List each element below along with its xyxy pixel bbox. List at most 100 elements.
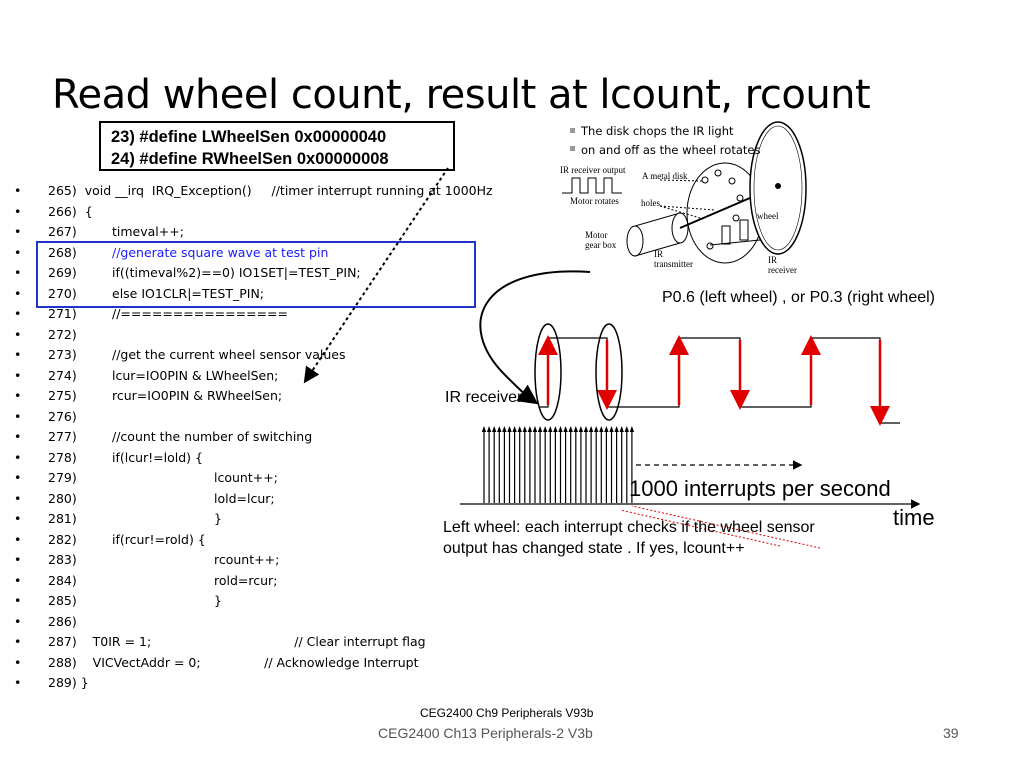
code-text: 266) { [48,202,93,223]
time-label: time [893,505,935,530]
bullet: • [14,429,22,444]
interrupt-pulse-head [599,426,604,432]
line-number: 267) [48,224,77,239]
line-number: 266) [48,203,77,219]
code-statement: rold=rcur; [214,572,278,588]
code-text: 281)} [48,509,222,530]
ir-receiver-output-label: IR receiver output [560,165,626,175]
line-number: 284) [48,572,77,588]
line-number: 283) [48,552,77,567]
line-number: 273) [48,347,77,362]
interrupt-pulse-head [573,426,578,432]
interrupt-pulse-head [568,426,573,432]
left-wheel-line-2: output has changed state . If yes, lcoun… [443,540,745,557]
code-text: 273)//get the current wheel sensor value… [48,345,346,366]
code-text: 287) T0IR = 1; // Clear interrupt flag [48,632,426,653]
interrupt-pulse-head [594,426,599,432]
interrupt-pulse-head [512,426,517,432]
line-number: 282) [48,531,77,547]
bullet: • [14,367,22,383]
code-statement: VICVectAddr = 0; // Acknowledge Interrup… [76,654,419,670]
line-number: 278) [48,449,77,465]
code-statement: rcur=IO0PIN & RWheelSen; [112,388,283,403]
interrupt-pulse-head [486,426,492,432]
bullet: • [14,531,22,547]
line-number: 286) [48,613,77,629]
wheel-sensor-diagram: The disk chops the IR light on and off a… [550,118,812,278]
define-line-1: 23) #define LWheelSen 0x00000040 [111,128,387,146]
code-text: 270) else IO1CLR|=TEST_PIN; [48,284,264,305]
interrupt-pulses [481,426,635,503]
bullet: • [14,326,22,342]
line-number: 276) [48,408,77,424]
line-number: 277) [48,429,77,444]
bullet: • [14,265,22,280]
bullet: • [14,449,22,465]
bullet: • [14,224,22,239]
interrupt-pulse-head [604,426,609,432]
line-number: 272) [48,326,77,342]
page-number: 39 [943,725,959,741]
interrupt-pulse-head [497,426,502,432]
interrupt-pulse-head [624,426,629,432]
code-statement: if(lcur!=lold) { [112,449,203,465]
diagram-legend-2: on and off as the wheel rotates [581,143,761,157]
line-number: 271) [48,306,77,321]
ir-receiver-curve-arrow [479,270,591,405]
code-text: 267) timeval++; [48,222,184,243]
bullet: • [14,347,22,362]
motor-label: Motor [585,230,608,240]
square-wave-highlight-box [36,241,476,308]
interrupt-pulse-head [619,426,624,432]
interrupt-pulse-head [558,426,563,432]
edge-circle-right [595,323,623,421]
bullet: • [14,654,22,670]
line-number: 285) [48,593,77,608]
interrupt-pulse-head [629,426,635,432]
wheel-label: wheel [757,211,779,221]
metal-disk-label: A metal disk [642,171,688,181]
code-statement: timeval++; [112,224,184,239]
code-statement: else IO1CLR|=TEST_PIN; [112,285,265,301]
code-text: 265) void __irq IRQ_Exception() //timer … [48,181,493,202]
bullet: • [14,675,22,690]
code-statement: //================ [112,306,289,321]
interrupt-pulse-head [543,426,548,432]
bullet: • [14,552,22,567]
line-number: 287) [48,634,77,649]
code-text: 288) VICVectAddr = 0; // Acknowledge Int… [48,653,419,674]
interrupt-pulse-head [553,426,558,432]
bullet: • [14,183,22,198]
code-statement: } [76,675,89,690]
code-statement: //count the number of switching [112,429,313,444]
bullet: • [14,613,22,629]
code-text: 275) rcur=IO0PIN & RWheelSen; [48,386,282,407]
line-number: 275) [48,388,77,403]
interrupt-pulse-head [517,426,522,432]
code-statement: void __irq IRQ_Exception() //timer inter… [76,183,493,198]
line-number: 279) [48,470,77,485]
define-box: 23) #define LWheelSen 0x00000040 24) #de… [99,121,455,171]
ir-receiver-label-1: IR [768,255,777,265]
ir-transmitter-label-1: IR [654,249,663,259]
motor-rotates-label: Motor rotates [570,196,619,206]
interrupt-pulse-head [532,426,538,432]
bullet: • [14,470,22,485]
bullet: • [14,593,22,608]
code-text: 284) rold=rcur; [48,571,277,592]
ir-transmitter-label-2: transmitter [654,259,693,269]
line-number: 280) [48,490,77,506]
interrupt-pulse-head [502,426,507,432]
code-text: 280) lold=lcur; [48,489,275,510]
bullet: • [14,203,22,219]
interrupt-pulse-head [583,426,589,432]
line-number: 281) [48,511,77,526]
bullet: • [14,244,22,260]
define-line-2: 24) #define RWheelSen 0x00000008 [111,150,389,168]
code-statement: } [214,593,222,608]
bullet: • [14,490,22,506]
code-statement: if((timeval%2)==0) IO1SET|=TEST_PIN; [112,265,361,280]
line-number: 270) [48,285,77,301]
code-statement: lold=lcur; [214,490,275,506]
interrupt-pulse-head [614,426,619,432]
